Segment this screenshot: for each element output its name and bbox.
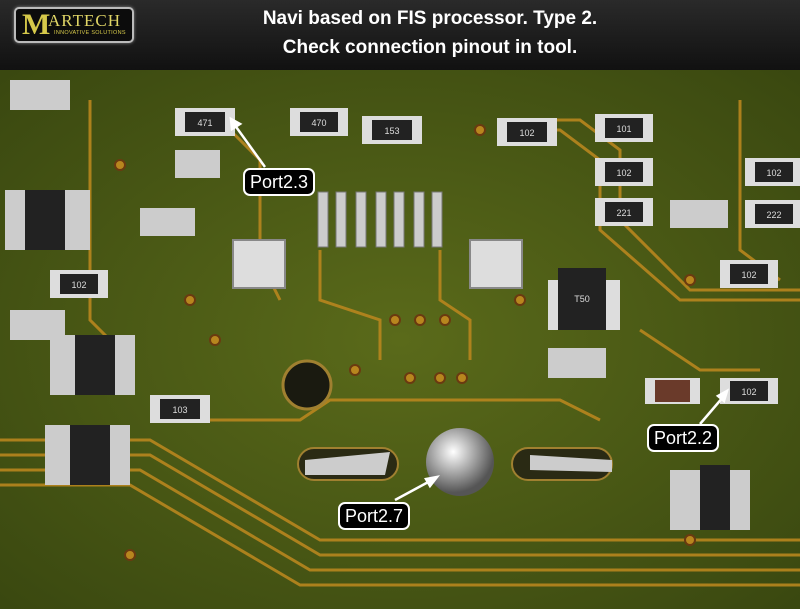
square-pads xyxy=(232,239,523,289)
component-label: 102 xyxy=(741,387,756,397)
component-label: T50 xyxy=(574,294,590,304)
annotation-port2-3: Port2.3 xyxy=(243,168,316,196)
component-label: 101 xyxy=(616,124,631,134)
pcb-photo: 471 470 153 102 101 102 102 102 222 102 … xyxy=(0,70,800,609)
component-label: 153 xyxy=(384,126,399,136)
page-title: Navi based on FIS processor. Type 2. Che… xyxy=(160,4,700,62)
component-label: 102 xyxy=(519,128,534,138)
component-label: 102 xyxy=(766,168,781,178)
component-label: 102 xyxy=(71,280,86,290)
title-line-1: Navi based on FIS processor. Type 2. xyxy=(262,8,598,29)
component-label: 102 xyxy=(741,270,756,280)
mounting-hole xyxy=(281,359,333,411)
component-label: 471 xyxy=(197,118,212,128)
solder-pads xyxy=(114,124,696,561)
annotation-arrows xyxy=(229,116,730,502)
annotation-port2-2: Port2.2 xyxy=(647,424,720,452)
component-label: 103 xyxy=(172,405,187,415)
component-label: 470 xyxy=(311,118,326,128)
component-label: 222 xyxy=(766,210,781,220)
annotation-port2-7: Port2.7 xyxy=(338,502,411,530)
smd-components: 471 470 153 102 101 102 102 102 222 102 … xyxy=(5,80,800,530)
ic-leads xyxy=(317,191,443,248)
component-label: 221 xyxy=(616,208,631,218)
component-label: 102 xyxy=(616,168,631,178)
title-line-2: Check connection pinout in tool. xyxy=(282,37,578,58)
solder-blob xyxy=(426,428,494,496)
